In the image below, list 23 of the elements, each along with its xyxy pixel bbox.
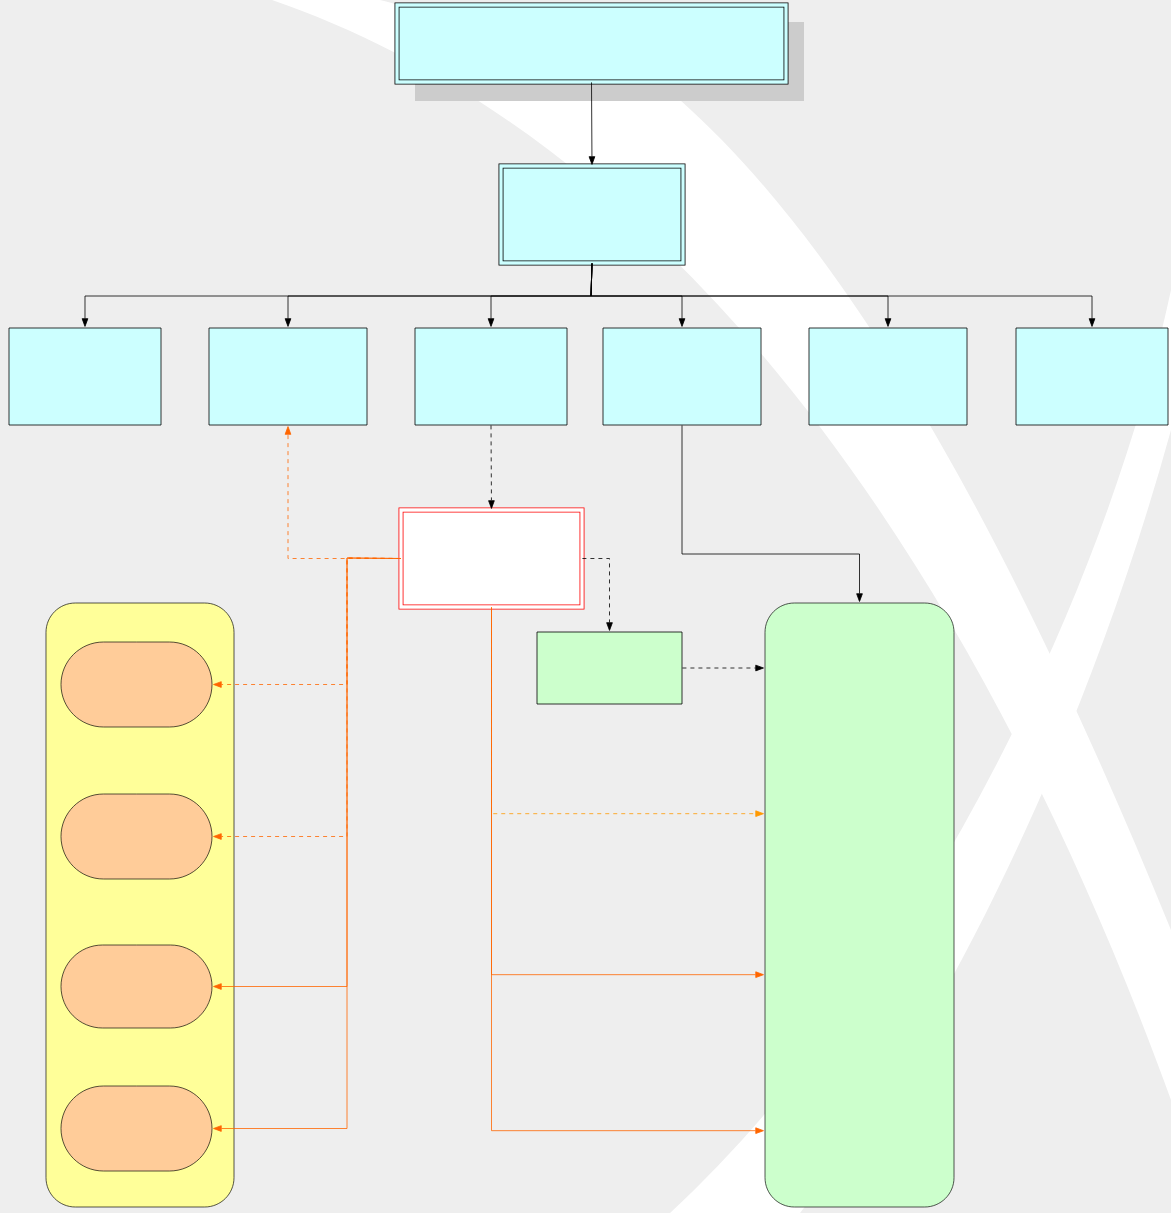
rounded-box [60, 793, 213, 880]
arrow [582, 558, 613, 631]
arrow [491, 607, 764, 1134]
double-border-box [394, 2, 804, 101]
container-panel [764, 602, 955, 1208]
process-box [602, 327, 762, 426]
process-box [808, 327, 968, 426]
rounded-box [60, 944, 213, 1029]
arrow [213, 557, 401, 1132]
rounded-box [60, 1085, 213, 1172]
process-box [414, 327, 568, 426]
process-box [1015, 327, 1169, 426]
arrow [588, 82, 596, 165]
process-box [8, 327, 162, 426]
double-border-box [498, 163, 686, 266]
arrow [590, 263, 1096, 327]
process-box [208, 327, 368, 426]
process-box [536, 631, 683, 705]
arrow [682, 664, 764, 672]
rounded-box [60, 641, 213, 728]
double-border-box [398, 507, 585, 610]
arrow [488, 425, 495, 509]
arrow [681, 425, 863, 602]
